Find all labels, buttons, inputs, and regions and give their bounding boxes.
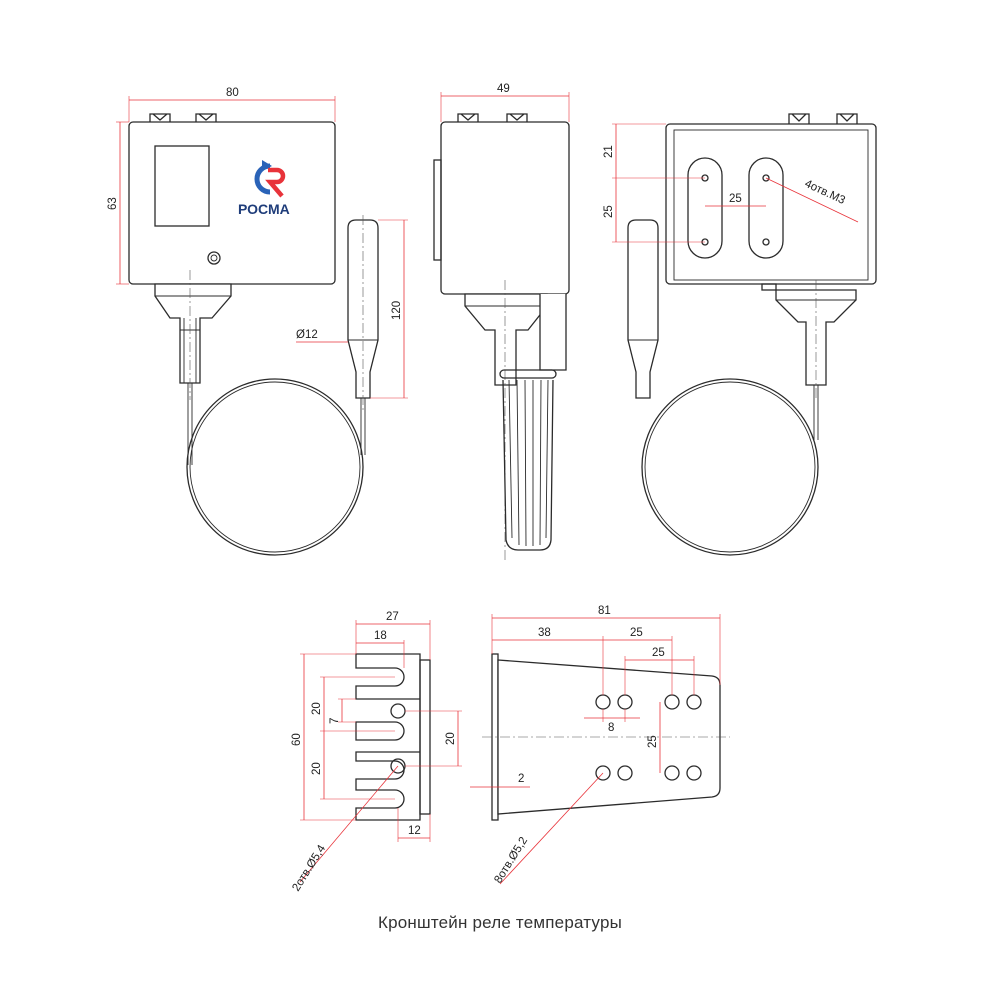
hole-top: [390, 703, 406, 719]
mount-slot-2: [748, 157, 784, 259]
dim-25-v: 25: [603, 205, 615, 218]
dim-27: 27: [386, 611, 399, 623]
dim-7: 7: [329, 718, 341, 724]
neck: [154, 283, 232, 384]
dim-80: 80: [226, 87, 239, 99]
dim-2: 2: [518, 773, 524, 785]
front-view: РОСМА 80 63 120 Ø12: [107, 87, 408, 556]
dim-2-holes-d54: 2отв.Ø5,4: [290, 843, 328, 894]
dim-18: 18: [374, 630, 387, 642]
caption: Кронштейн реле температуры: [377, 913, 623, 932]
back-bulb: [627, 219, 659, 399]
dim-20-b: 20: [311, 762, 323, 775]
dim-25-h: 25: [729, 193, 742, 205]
screw: [207, 251, 221, 265]
dim-25-c: 25: [647, 735, 659, 748]
dim-21: 21: [603, 145, 615, 158]
dim-12: 12: [408, 825, 421, 837]
capillary-coil: [186, 378, 364, 556]
side-housing: [440, 121, 570, 295]
dim-25-b: 25: [652, 647, 665, 659]
coil-side: [502, 379, 554, 551]
dim-63: 63: [107, 197, 119, 210]
rosma-logo: РОСМА: [238, 160, 290, 217]
terminal-1: [149, 113, 171, 122]
dim-8-holes-d52: 8отв.Ø5,2: [492, 835, 530, 885]
dim-d12: Ø12: [296, 329, 318, 341]
logo-r-red: [265, 167, 286, 198]
dim-38: 38: [538, 627, 551, 639]
back-view: 21 25 25 4отв.М3: [603, 113, 877, 556]
terminal-2: [195, 113, 217, 122]
bracket-front: 27 18 60 20 20 7 20 12 2отв.Ø5,4: [290, 611, 462, 894]
bracket-plate: [355, 653, 421, 821]
bracket-side: 81 38 25 25 8 25 2 8отв.Ø5,2: [470, 605, 730, 886]
display-window: [154, 145, 210, 227]
logo-text: РОСМА: [238, 201, 290, 217]
side-view: 49: [433, 83, 570, 560]
housing: [128, 121, 336, 285]
dim-20-a: 20: [311, 702, 323, 715]
hole-row-bottom: [595, 765, 702, 781]
dim-120: 120: [391, 301, 403, 320]
dim-20-c: 20: [445, 732, 457, 745]
dim-60: 60: [291, 733, 303, 746]
dim-8: 8: [608, 722, 614, 734]
side-neck: [464, 293, 548, 386]
dim-25-a: 25: [630, 627, 643, 639]
mount-slot-1: [687, 157, 723, 259]
back-housing: [665, 123, 877, 285]
dim-81: 81: [598, 605, 611, 617]
dim-49: 49: [497, 83, 510, 95]
